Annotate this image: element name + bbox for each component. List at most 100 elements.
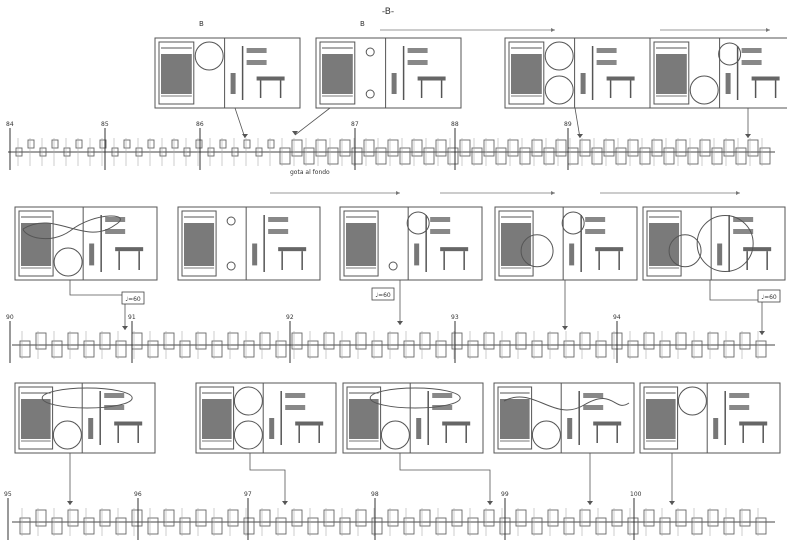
stand-mark (246, 48, 267, 53)
note-glyph (307, 340, 319, 358)
note-glyph (87, 147, 95, 157)
chair-mark (725, 73, 731, 94)
arrow-head (397, 321, 403, 325)
note-glyph (435, 517, 447, 535)
score-panel (642, 206, 786, 281)
arrow-head (396, 191, 400, 195)
note-glyph (699, 139, 711, 157)
stand-mark (268, 229, 289, 234)
note-glyph (435, 139, 447, 157)
tempo-callout: ♩=60 (371, 287, 395, 301)
note-glyph (75, 139, 83, 149)
note-glyph (275, 340, 287, 358)
note-glyph (639, 147, 651, 165)
stand-mark (268, 217, 289, 222)
note-glyph (531, 139, 543, 157)
note-glyph (659, 517, 671, 535)
arrow-head (587, 501, 593, 505)
note-glyph (279, 147, 291, 165)
note-glyph (387, 509, 399, 527)
section-mark: 84 (6, 121, 14, 128)
note-glyph (531, 340, 543, 358)
panel-connector (69, 280, 126, 330)
note-glyph (735, 147, 747, 165)
note-glyph (711, 147, 723, 165)
note-glyph (387, 139, 399, 157)
note-glyph (579, 332, 591, 350)
stand-mark (407, 60, 428, 65)
note-glyph (111, 147, 119, 157)
note-glyph (403, 340, 415, 358)
note-glyph (399, 147, 411, 165)
callout-box (121, 291, 145, 305)
stand-mark (246, 60, 267, 65)
callout-text: ♩=60 (125, 296, 141, 303)
note-glyph (195, 509, 207, 527)
note-glyph (163, 332, 175, 350)
note-glyph (363, 139, 375, 157)
arrow-head (551, 191, 555, 195)
instrument-fill (656, 54, 687, 94)
section-mark: 97 (244, 491, 252, 498)
note-glyph (411, 139, 423, 157)
motion-circle (689, 75, 719, 105)
connector-layer: ♩=60♩=60♩=60 (67, 28, 781, 505)
note-glyph (307, 517, 319, 535)
note-glyph (227, 332, 239, 350)
note-glyph (643, 332, 655, 350)
note-glyph (675, 332, 687, 350)
arrow-head (759, 331, 765, 335)
arrow-head (122, 326, 128, 330)
panel-label: B (199, 20, 204, 28)
note-glyph (51, 340, 63, 358)
table-top (751, 76, 780, 81)
panel-connector (294, 107, 331, 136)
arrow-head (292, 131, 298, 135)
note-glyph (179, 340, 191, 358)
note-glyph (147, 340, 159, 358)
arrow-head (736, 191, 740, 195)
note-glyph (643, 509, 655, 527)
motion-circle (365, 89, 375, 99)
note-glyph (315, 139, 327, 157)
note-glyph (339, 340, 351, 358)
note-glyph (243, 139, 251, 149)
panel-connector (709, 280, 763, 335)
note-glyph (467, 517, 479, 535)
note-glyph (691, 517, 703, 535)
callout-box (757, 289, 781, 303)
motion-circle (53, 247, 83, 277)
table-top (417, 76, 446, 81)
note-glyph (567, 147, 579, 165)
note-glyph (339, 517, 351, 535)
section-mark: 96 (134, 491, 142, 498)
note-glyph (603, 139, 615, 157)
chair-mark (252, 243, 258, 266)
score-panel: B (315, 20, 462, 109)
instrument-fill (501, 223, 532, 266)
stand-mark (432, 393, 453, 398)
chair-mark (713, 418, 719, 439)
chair-mark (88, 418, 94, 439)
table-top (256, 76, 285, 81)
callout-box (371, 287, 395, 301)
motion-circle (226, 216, 236, 226)
note-glyph (627, 139, 639, 157)
note-glyph (135, 147, 143, 157)
note-glyph (35, 509, 47, 527)
note-glyph (755, 340, 767, 358)
motion-circle (561, 211, 585, 235)
note-glyph (611, 509, 623, 527)
motion-circle (406, 211, 430, 235)
callout-text: ♩=60 (375, 292, 391, 299)
note-glyph (147, 517, 159, 535)
stand-mark (285, 393, 306, 398)
arrow-head (242, 134, 248, 138)
stand-mark (741, 60, 762, 65)
note-glyph (19, 517, 31, 535)
motion-oval (41, 387, 133, 409)
arrow-head (669, 501, 675, 505)
note-glyph (255, 147, 263, 157)
score-panel (339, 206, 483, 281)
